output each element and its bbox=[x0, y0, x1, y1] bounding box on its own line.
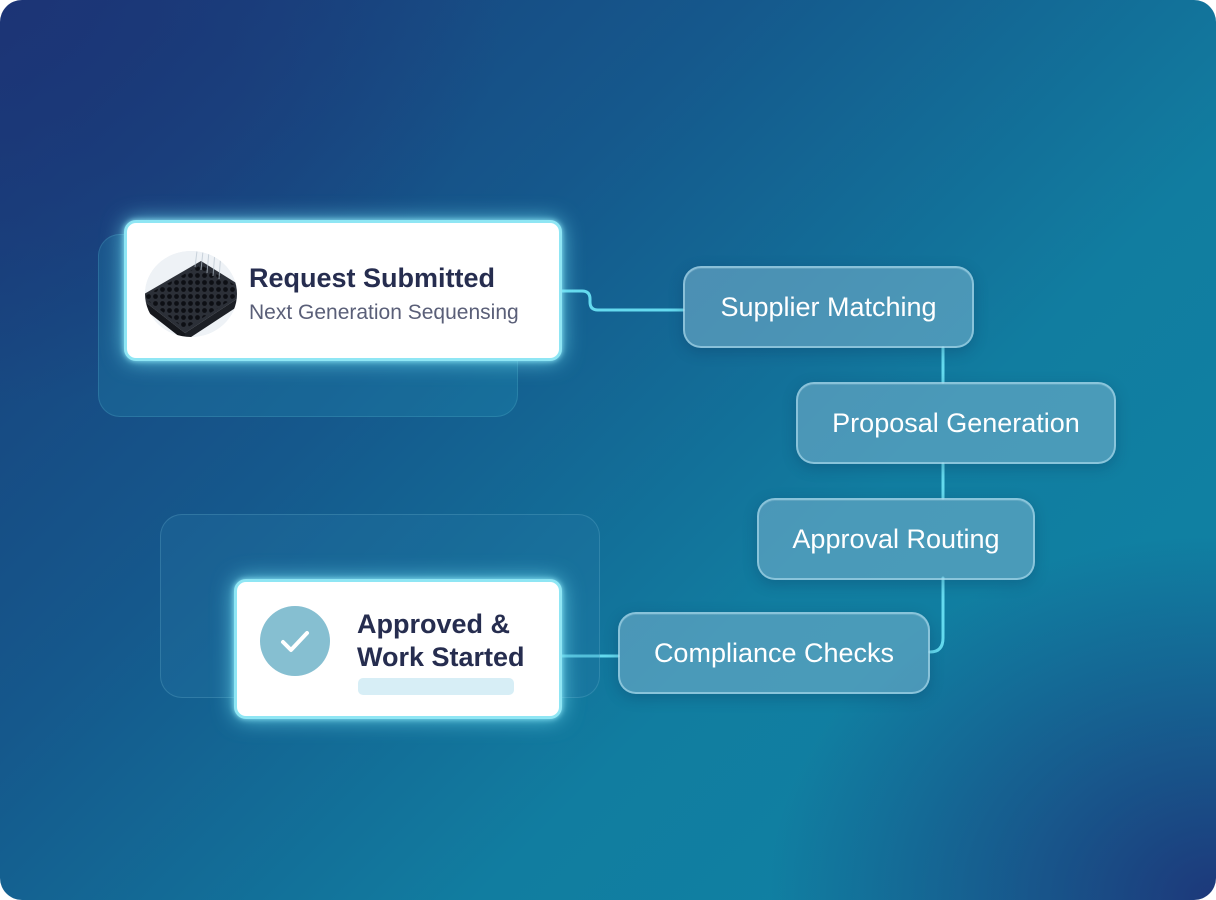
connector-approval-to-compliance bbox=[928, 576, 945, 654]
approved-card[interactable]: Approved & Work Started bbox=[234, 579, 562, 719]
step-supplier-matching[interactable]: Supplier Matching bbox=[683, 266, 974, 348]
step-proposal-generation[interactable]: Proposal Generation bbox=[796, 382, 1116, 464]
step-compliance-checks[interactable]: Compliance Checks bbox=[618, 612, 930, 694]
connector-request-to-supplier bbox=[560, 289, 685, 312]
progress-placeholder-bar bbox=[358, 678, 514, 695]
request-submitted-card[interactable]: Request Submitted Next Generation Sequen… bbox=[124, 220, 562, 361]
request-title: Request Submitted bbox=[249, 263, 496, 293]
step-approval-routing[interactable]: Approval Routing bbox=[757, 498, 1035, 580]
well-plate-image bbox=[145, 251, 237, 337]
approved-title: Approved & Work Started bbox=[357, 609, 525, 672]
request-subtitle: Next Generation Sequensing bbox=[249, 301, 519, 324]
checkmark-icon bbox=[260, 606, 330, 676]
